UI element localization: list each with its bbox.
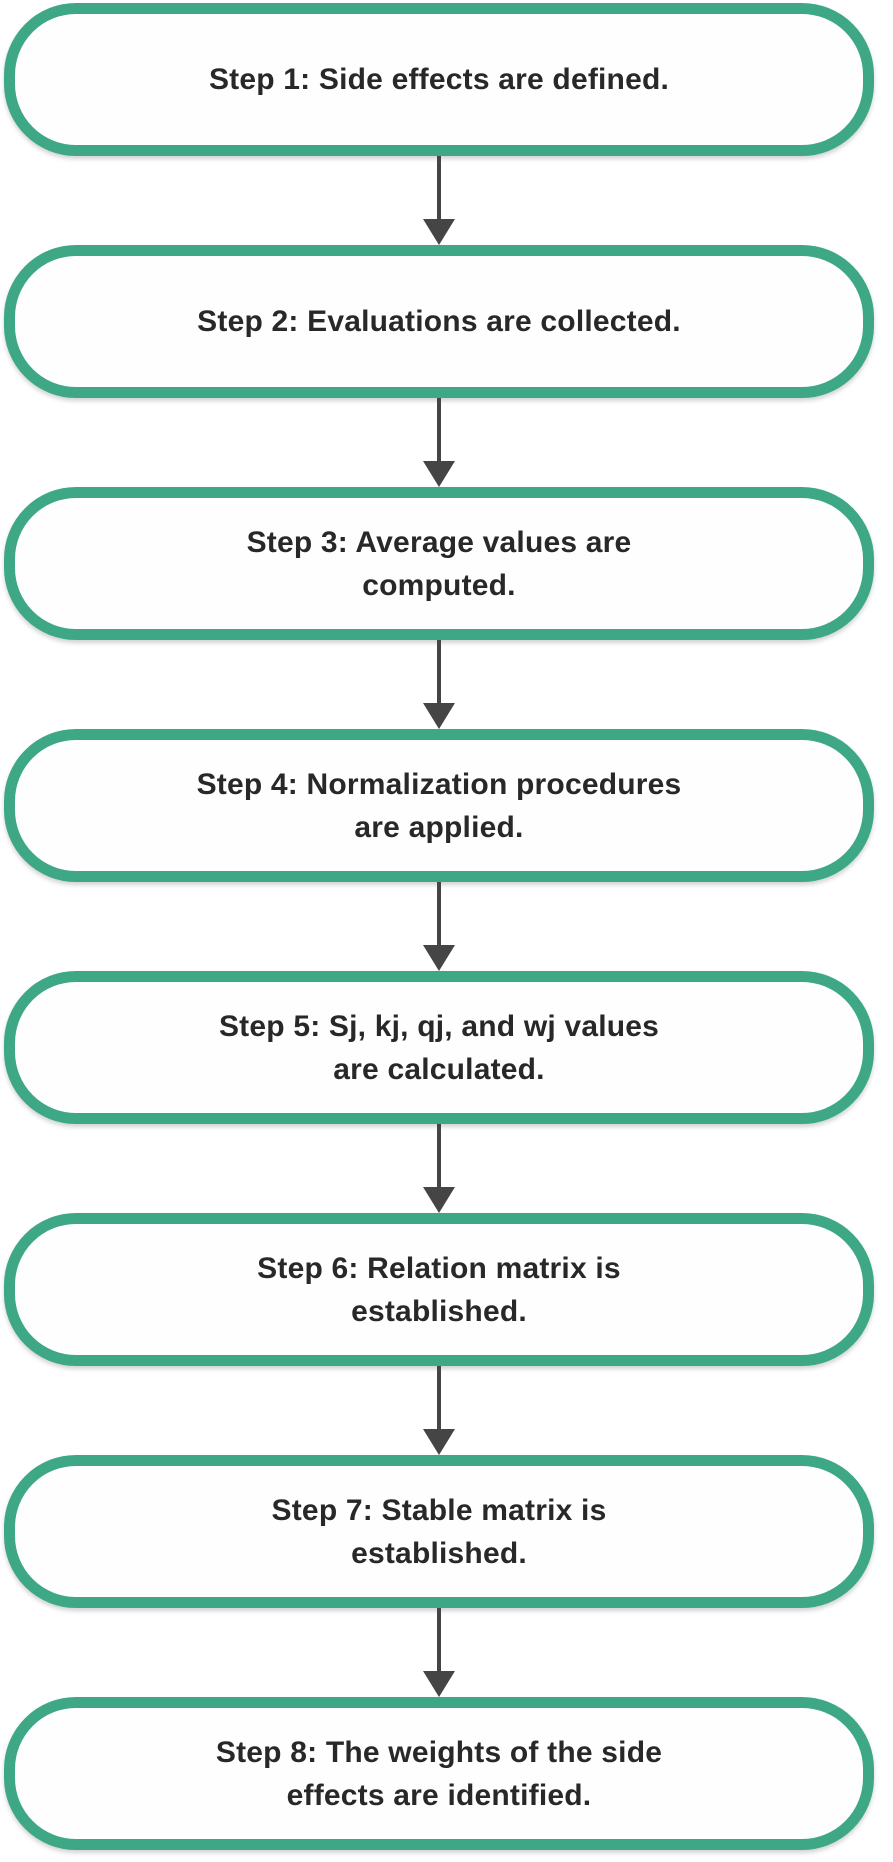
- down-arrow-6: [4, 1366, 874, 1455]
- step-5-box: Step 5: Sj, kj, qj, and wj values are ca…: [4, 971, 874, 1124]
- step-8-box: Step 8: The weights of the side effects …: [4, 1697, 874, 1850]
- step-4-box: Step 4: Normalization procedures are app…: [4, 729, 874, 882]
- step-4-label: Step 4: Normalization procedures are app…: [196, 767, 682, 844]
- step-1-label: Step 1: Side effects are defined.: [208, 63, 670, 96]
- step-7-box: Step 7: Stable matrix is established.: [4, 1455, 874, 1608]
- step-3-label: Step 3: Average values are computed.: [246, 525, 632, 602]
- step-6-label: Step 6: Relation matrix is established.: [257, 1251, 621, 1328]
- arrow-head-icon: [423, 945, 455, 971]
- step-5-label: Step 5: Sj, kj, qj, and wj values are ca…: [218, 1009, 660, 1086]
- arrow-line: [437, 398, 441, 462]
- step-2-label: Step 2: Evaluations are collected.: [197, 305, 681, 338]
- arrow-head-icon: [423, 1429, 455, 1455]
- arrow-line: [437, 640, 441, 704]
- down-arrow-3: [4, 640, 874, 729]
- down-arrow-5: [4, 1124, 874, 1213]
- arrow-line: [437, 156, 441, 220]
- flowchart: Step 1: Side effects are defined. Step 2…: [4, 3, 874, 1850]
- arrow-line: [437, 1124, 441, 1188]
- arrow-head-icon: [423, 461, 455, 487]
- step-8-label: Step 8: The weights of the side effects …: [215, 1735, 663, 1812]
- step-7-label: Step 7: Stable matrix is established.: [271, 1493, 607, 1570]
- down-arrow-2: [4, 398, 874, 487]
- down-arrow-7: [4, 1608, 874, 1697]
- down-arrow-1: [4, 156, 874, 245]
- step-6-box: Step 6: Relation matrix is established.: [4, 1213, 874, 1366]
- step-3-box: Step 3: Average values are computed.: [4, 487, 874, 640]
- arrow-line: [437, 1608, 441, 1672]
- arrow-head-icon: [423, 1671, 455, 1697]
- arrow-head-icon: [423, 1187, 455, 1213]
- down-arrow-4: [4, 882, 874, 971]
- arrow-line: [437, 1366, 441, 1430]
- step-1-box: Step 1: Side effects are defined.: [4, 3, 874, 156]
- arrow-head-icon: [423, 703, 455, 729]
- step-2-box: Step 2: Evaluations are collected.: [4, 245, 874, 398]
- arrow-line: [437, 882, 441, 946]
- arrow-head-icon: [423, 219, 455, 245]
